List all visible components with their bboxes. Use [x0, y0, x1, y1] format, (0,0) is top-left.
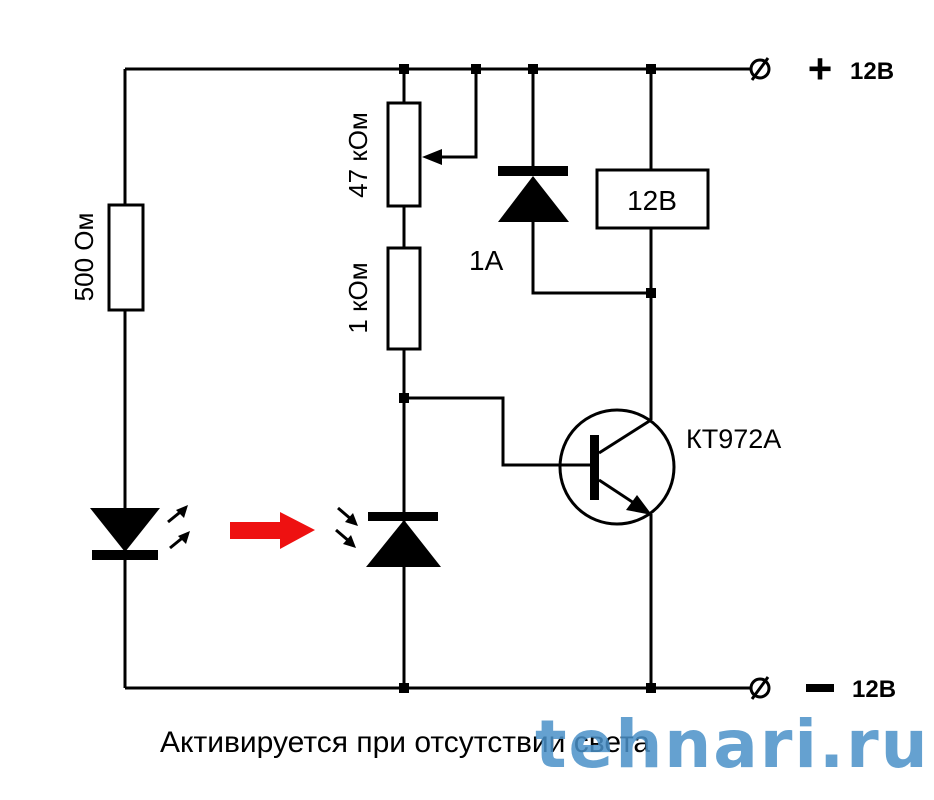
potentiometer-47k: [386, 101, 422, 208]
sensor-branch: [335, 69, 596, 688]
caption: Активируется при отсутствии света: [160, 726, 650, 759]
transistor-label: КТ972А: [686, 424, 781, 454]
relay-label: 12В: [627, 185, 677, 216]
relay-coil: [595, 168, 710, 230]
resistor-500: [107, 203, 145, 312]
flyback-diode: [498, 69, 651, 295]
photodiode-icon: [366, 520, 441, 567]
positive-voltage-label: 12В: [850, 58, 894, 85]
led-icon: [90, 508, 160, 552]
light-emission-arrows-icon: [167, 505, 190, 550]
relay-branch: [595, 69, 710, 688]
light-arrow-icon: [230, 512, 315, 549]
potentiometer-label: 47 кОм: [343, 112, 373, 198]
plus-sign: +: [808, 45, 833, 92]
watermark-logo: tehnari.ru: [535, 706, 930, 783]
minus-sign: [806, 684, 834, 692]
resistor-500-label: 500 Ом: [69, 213, 99, 302]
junction-dots: [399, 64, 656, 693]
light-receive-arrows-icon: [335, 506, 358, 548]
positive-terminal: + 12В: [749, 45, 894, 92]
negative-terminal: 12В: [749, 676, 896, 703]
transistor-icon: [558, 408, 676, 526]
led-branch: [90, 69, 190, 688]
diode-label: 1A: [469, 245, 504, 276]
wiper-arrow-icon: [422, 149, 442, 165]
resistor-1k-label: 1 кОм: [343, 262, 373, 333]
diode-icon: [498, 176, 569, 222]
negative-voltage-label: 12В: [852, 676, 896, 703]
resistor-1k: [386, 246, 422, 351]
